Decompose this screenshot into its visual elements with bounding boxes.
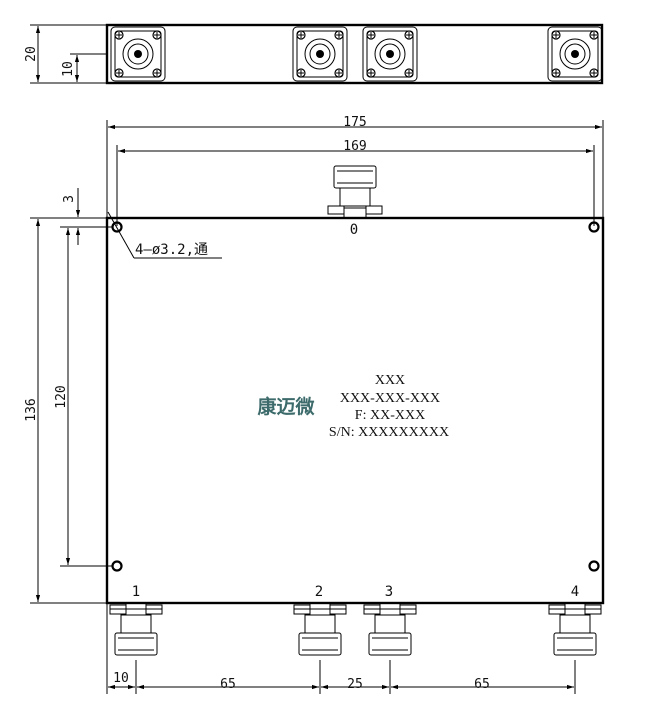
port-label-2: 2 — [315, 584, 323, 600]
label-line-3: F: XX-XXX — [355, 408, 425, 423]
output-connector-1 — [109, 602, 163, 656]
bottom-dimensions: 10 65 25 65 — [106, 603, 576, 694]
product-label: 康迈微 XXX XXX-XXX-XXX F: XX-XXX S/N: XXXXX… — [257, 373, 449, 440]
dim-top-offset: 10 — [61, 53, 107, 82]
output-connector-4 — [548, 602, 602, 656]
dim-port1-port2-label: 65 — [220, 677, 236, 692]
mounting-hole — [588, 221, 600, 233]
dim-hole-spacing-height-label: 120 — [54, 385, 69, 408]
brand-logo: 康迈微 — [257, 395, 315, 418]
top-view: 20 10 — [24, 23, 604, 85]
label-line-1: XXX — [375, 373, 405, 388]
output-connector-2 — [293, 602, 347, 656]
top-connector-3 — [362, 26, 418, 82]
output-connector-3 — [363, 602, 417, 656]
top-connector-4 — [547, 26, 603, 82]
dim-hole-spacing-height: 120 — [54, 228, 112, 567]
dim-hole-spacing-width: 169 — [116, 139, 595, 226]
label-line-4: S/N: XXXXXXXXX — [329, 425, 449, 440]
port-label-3: 3 — [385, 584, 393, 600]
dim-overall-width: 175 — [106, 115, 604, 218]
mounting-holes — [111, 221, 600, 572]
dim-port3-port4-label: 65 — [474, 677, 490, 692]
dim-top-height-label: 20 — [24, 46, 39, 62]
dim-top-offset-label: 10 — [61, 61, 76, 77]
dim-port1-offset-label: 10 — [113, 671, 129, 686]
dim-overall-height-label: 136 — [24, 398, 39, 421]
label-line-2: XXX-XXX-XXX — [340, 391, 440, 406]
dim-top-height: 20 — [24, 24, 107, 84]
mounting-hole — [111, 221, 123, 233]
dim-overall-height: 136 — [24, 217, 107, 604]
dim-overall-width-label: 175 — [343, 115, 366, 130]
hole-callout: 4—ø3.2,通 — [107, 211, 222, 259]
mounting-hole — [111, 560, 123, 572]
hole-note: 4—ø3.2,通 — [135, 242, 208, 258]
port-label-1: 1 — [132, 584, 140, 600]
main-body — [105, 216, 605, 605]
dim-hole-edge-offset-label: 3 — [62, 195, 77, 203]
dim-hole-spacing-width-label: 169 — [343, 139, 366, 154]
top-connector-2 — [292, 26, 348, 82]
port-label-input: 0 — [350, 222, 358, 238]
mounting-hole — [588, 560, 600, 572]
top-view-body — [105, 23, 604, 85]
input-connector — [327, 165, 383, 219]
dim-port2-port3-label: 25 — [347, 677, 363, 692]
top-connector-1 — [110, 26, 166, 82]
port-label-4: 4 — [571, 584, 579, 600]
